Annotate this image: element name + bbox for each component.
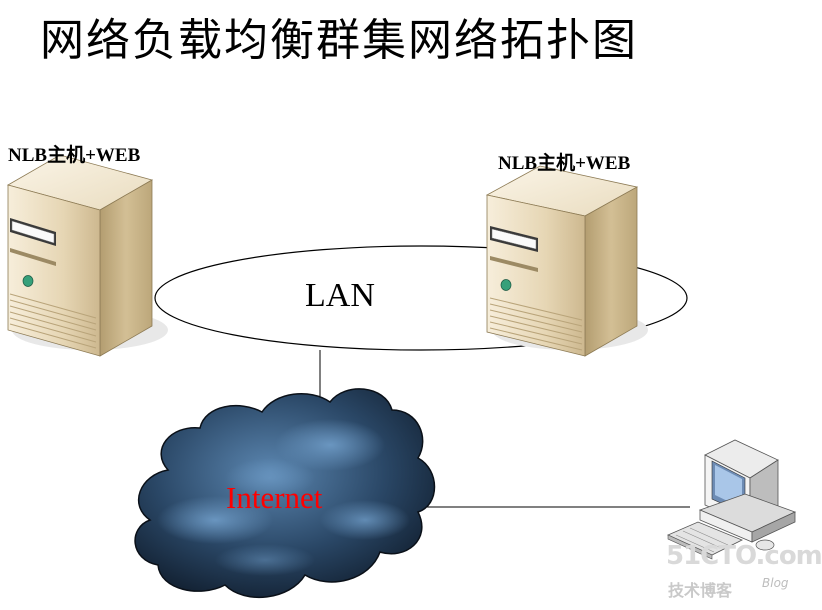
lan-label: LAN bbox=[305, 277, 375, 314]
watermark-sub: 技术博客 bbox=[668, 581, 733, 600]
server-right bbox=[485, 165, 648, 357]
client-computer bbox=[667, 439, 797, 560]
internet-label: Internet bbox=[226, 480, 323, 515]
host-label-right: NLB主机+WEB bbox=[498, 153, 631, 174]
watermark-site: 51CTO.com bbox=[666, 541, 822, 571]
host-label-left: NLB主机+WEB bbox=[8, 145, 141, 166]
internet-cloud bbox=[134, 388, 436, 598]
lan-ring bbox=[154, 245, 688, 351]
page-title: 网络负载均衡群集网络拓扑图 bbox=[40, 15, 638, 66]
watermark-blog: Blog bbox=[762, 576, 789, 590]
server-left bbox=[6, 154, 168, 357]
